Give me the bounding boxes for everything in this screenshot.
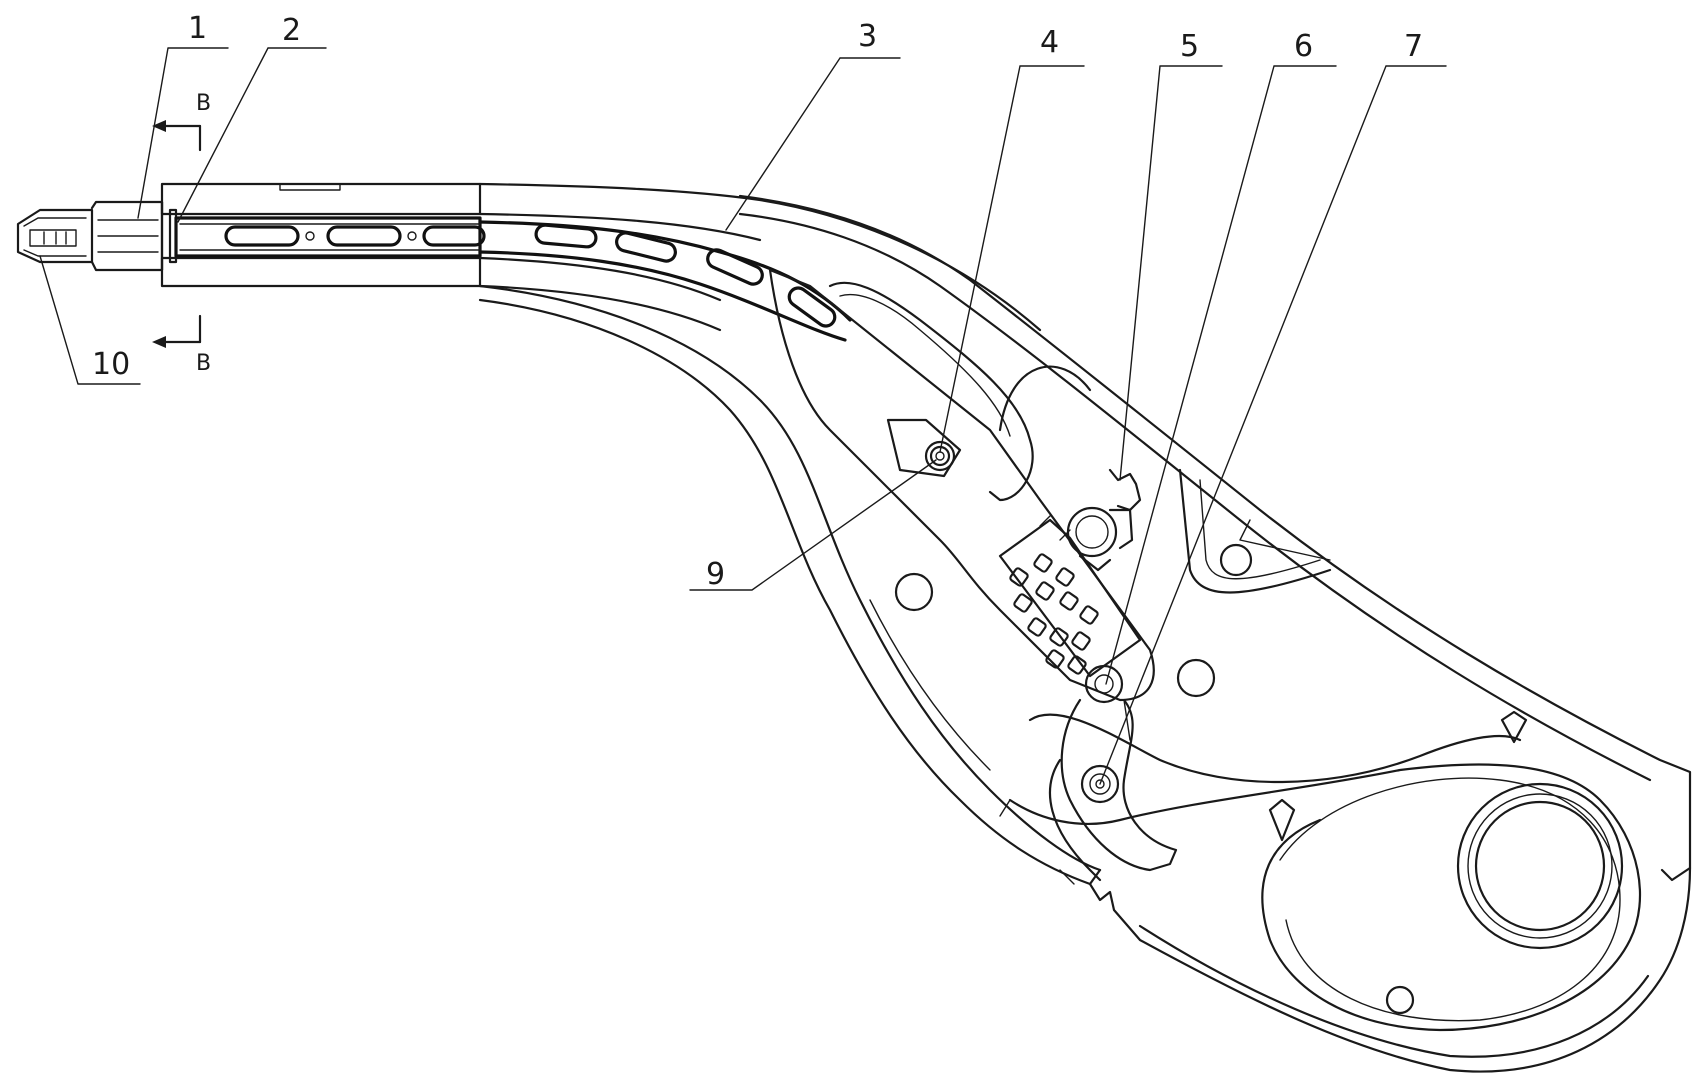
section-marker: B B [152,91,211,376]
instrument-tip [16,200,178,272]
grip-pattern [1009,553,1099,675]
section-label-bottom: B [196,351,211,376]
callout-9: 9 [706,557,725,592]
base-boss [999,710,1642,1032]
housing-body [478,194,1692,1073]
leader-lines [39,47,1447,785]
callout-6: 6 [1294,29,1313,64]
section-label-top: B [196,91,211,116]
latch-spring [1066,468,1142,572]
inner-chamber [828,281,1415,1015]
callout-1: 1 [188,11,207,46]
callout-4: 4 [1040,25,1059,60]
callout-2: 2 [282,13,301,48]
trigger [1048,664,1178,882]
callout-5: 5 [1180,29,1199,64]
callout-7: 7 [1404,29,1423,64]
shaft-tube [160,182,486,288]
callout-3: 3 [858,19,877,54]
callout-labels: 1 2 3 4 5 6 7 9 10 [92,11,1423,592]
callout-10: 10 [92,347,130,382]
